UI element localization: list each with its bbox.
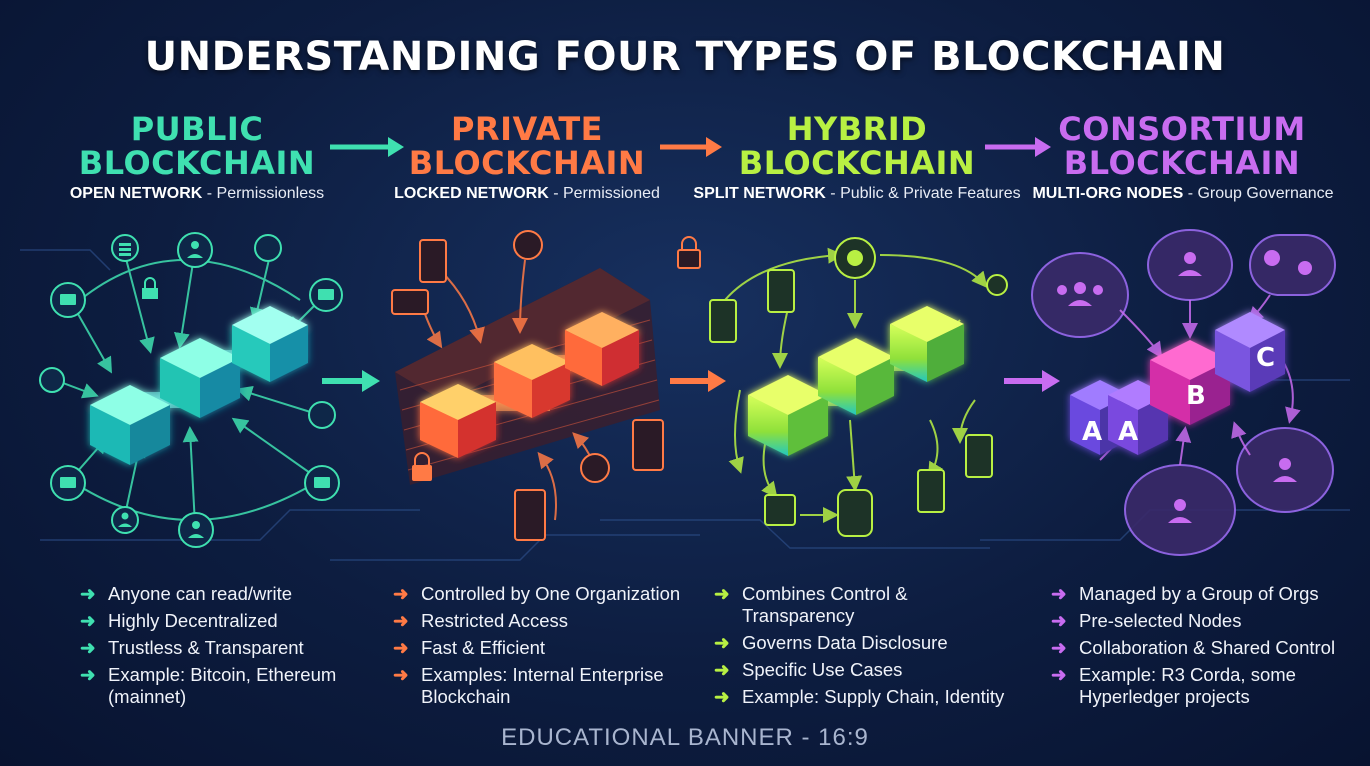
- cube-label-a2: A: [1118, 417, 1138, 447]
- list-item: ➜ Example: Supply Chain, Identity: [714, 686, 1024, 708]
- public-bullet-list: ➜ Anyone can read/write ➜ Highly Decentral…: [80, 583, 370, 713]
- list-item: ➜ Specific Use Cases: [714, 659, 1024, 681]
- public-subtitle-bold: OPEN NETWORK: [69, 185, 203, 202]
- list-item: ➜ Example: R3 Corda, some Hyperledger pro…: [1051, 664, 1351, 707]
- arrow-right-icon: ➜: [80, 664, 96, 685]
- arrow-right-icon: ➜: [80, 637, 96, 658]
- bullet-text: Managed by a Group of Orgs: [1079, 583, 1319, 604]
- consortium-subtitle-bold: MULTI-ORG NODES: [1032, 185, 1184, 202]
- arrow-right-icon: ➜: [80, 583, 96, 604]
- arrow-right-icon: ➜: [714, 583, 730, 604]
- bullet-text: Highly Decentralized: [108, 610, 278, 631]
- bullet-text: Controlled by One Organization: [421, 583, 681, 604]
- arrow-right-icon: ➜: [714, 631, 730, 653]
- private-subtitle-bold: LOCKED NETWORK: [394, 185, 549, 202]
- private-network-illustration: [391, 230, 701, 541]
- list-item: ➜ Trustless & Transparent: [80, 637, 370, 659]
- arrow-right-icon: ➜: [393, 610, 409, 631]
- hybrid-network-illustration: [709, 237, 1008, 537]
- list-item: ➜ Highly Decentralized: [80, 610, 370, 632]
- arrow-right-icon: ➜: [1051, 583, 1067, 604]
- banner-title: UNDERSTANDING FOUR TYPES OF BLOCKCHAIN: [144, 34, 1226, 80]
- arrow-right-icon: ➜: [714, 658, 730, 680]
- list-item: ➜ Combines Control & Transparency: [714, 583, 1024, 626]
- bullet-text: Anyone can read/write: [108, 583, 293, 604]
- arrow-right-icon: ➜: [80, 610, 96, 631]
- arrow-right-icon: ➜: [714, 685, 730, 707]
- consortium-network-illustration: A A B C: [1031, 229, 1336, 556]
- private-heading-line1: PRIVATE: [450, 110, 604, 148]
- hybrid-bullet-list: ➜ Combines Control & Transparency ➜ Govern…: [714, 583, 1024, 713]
- bullet-text: Example: R3 Corda, some Hyperledger proj…: [1079, 664, 1296, 707]
- consortium-subtitle: MULTI-ORG NODES - Group Governance: [1013, 185, 1353, 203]
- flow-arrows: [322, 370, 1060, 392]
- hybrid-subtitle: SPLIT NETWORK - Public & Private Feature…: [687, 185, 1027, 203]
- list-item: ➜ Managed by a Group of Orgs: [1051, 583, 1351, 605]
- arrow-right-icon: ➜: [393, 583, 409, 604]
- list-item: ➜ Governs Data Disclosure: [714, 632, 1024, 654]
- consortium-heading-line2: BLOCKCHAIN: [1063, 144, 1301, 182]
- bullet-text: Combines Control & Transparency: [742, 583, 908, 626]
- arrow-right-icon: ➜: [1051, 610, 1067, 631]
- public-subtitle: OPEN NETWORK - Permissionless: [27, 185, 367, 203]
- banner-footer: EDUCATIONAL BANNER - 16:9: [501, 724, 869, 751]
- arrow-right-icon: ➜: [1051, 664, 1067, 685]
- list-item: ➜ Pre-selected Nodes: [1051, 610, 1351, 632]
- private-heading-line2: BLOCKCHAIN: [408, 144, 646, 182]
- bullet-text: Examples: Internal Enterprise Blockchain: [421, 664, 664, 707]
- bullet-text: Governs Data Disclosure: [742, 631, 948, 653]
- list-item: ➜ Examples: Internal Enterprise Blockchai…: [393, 664, 683, 707]
- bullet-text: Fast & Efficient: [421, 637, 546, 658]
- hybrid-heading-line1: HYBRID: [786, 110, 928, 148]
- consortium-subtitle-rest: - Group Governance: [1183, 185, 1334, 202]
- cube-c: [1215, 312, 1285, 392]
- bullet-text: Specific Use Cases: [742, 658, 903, 680]
- bullet-text: Trustless & Transparent: [108, 637, 304, 658]
- arrow-right-icon: ➜: [1051, 637, 1067, 658]
- public-subtitle-rest: - Permissionless: [202, 185, 325, 202]
- list-item: ➜ Example: Bitcoin, Ethereum (mainnet): [80, 664, 370, 707]
- hybrid-subtitle-rest: - Public & Private Features: [825, 185, 1021, 202]
- private-heading: PRIVATE BLOCKCHAIN: [362, 112, 692, 180]
- consortium-bullet-list: ➜ Managed by a Group of Orgs ➜ Pre-selecte…: [1051, 583, 1351, 713]
- list-item: ➜ Collaboration & Shared Control: [1051, 637, 1351, 659]
- hybrid-heading-line2: BLOCKCHAIN: [738, 144, 976, 182]
- list-item: ➜ Controlled by One Organization: [393, 583, 683, 605]
- header-arrows: [330, 137, 1051, 157]
- cube-label-b: B: [1186, 381, 1206, 411]
- cube-label-a1: A: [1082, 417, 1102, 447]
- arrow-right-icon: ➜: [393, 664, 409, 685]
- consortium-heading: CONSORTIUM BLOCKCHAIN: [1017, 112, 1347, 180]
- public-network-illustration: [39, 232, 343, 548]
- list-item: ➜ Restricted Access: [393, 610, 683, 632]
- cube-label-c: C: [1256, 343, 1275, 373]
- public-heading: PUBLIC BLOCKCHAIN: [32, 112, 362, 180]
- list-item: ➜ Anyone can read/write: [80, 583, 370, 605]
- arrow-right-icon: ➜: [393, 637, 409, 658]
- bullet-text: Pre-selected Nodes: [1079, 610, 1242, 631]
- bullet-text: Example: Supply Chain, Identity: [742, 685, 1005, 707]
- list-item: ➜ Fast & Efficient: [393, 637, 683, 659]
- bullet-text: Restricted Access: [421, 610, 569, 631]
- bullet-text: Collaboration & Shared Control: [1079, 637, 1336, 658]
- private-subtitle: LOCKED NETWORK - Permissioned: [357, 185, 697, 203]
- bullet-text: Example: Bitcoin, Ethereum (mainnet): [108, 664, 337, 707]
- hybrid-heading: HYBRID BLOCKCHAIN: [692, 112, 1022, 180]
- private-subtitle-rest: - Permissioned: [548, 185, 660, 202]
- private-bullet-list: ➜ Controlled by One Organization ➜ Restric…: [393, 583, 683, 713]
- consortium-heading-line1: CONSORTIUM: [1058, 110, 1306, 148]
- hybrid-subtitle-bold: SPLIT NETWORK: [693, 185, 826, 202]
- public-heading-line2: BLOCKCHAIN: [78, 144, 316, 182]
- public-heading-line1: PUBLIC: [130, 110, 264, 148]
